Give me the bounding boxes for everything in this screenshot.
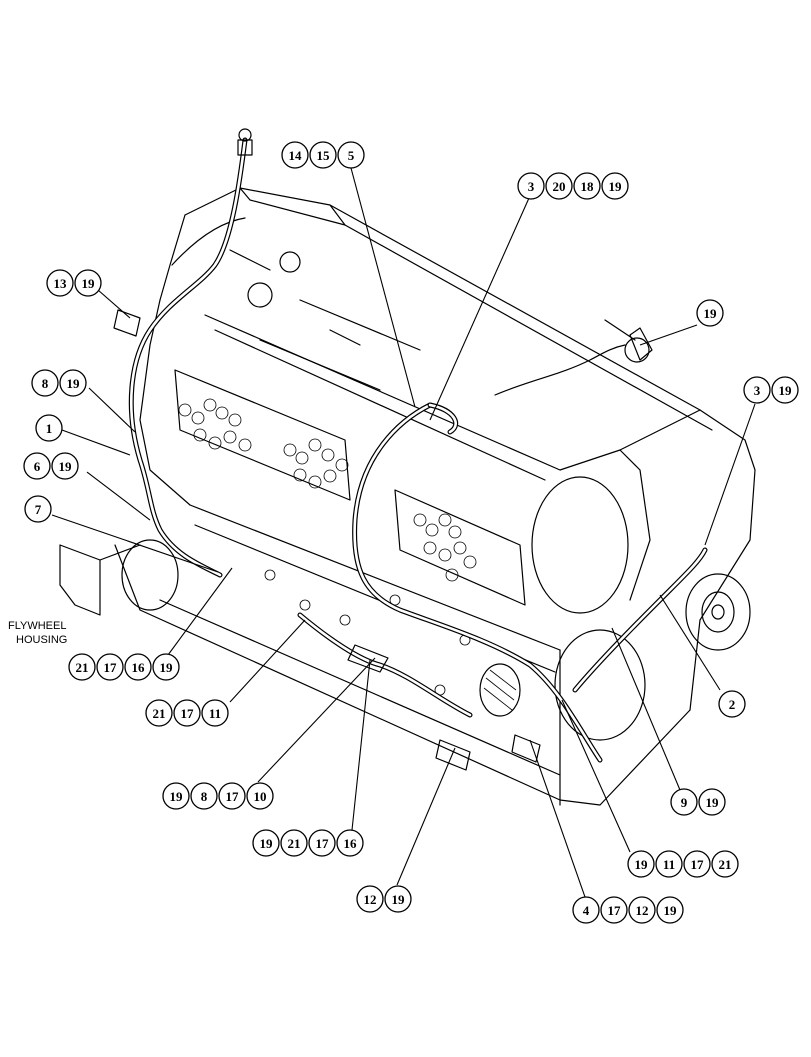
callout-number: 8 — [42, 376, 49, 391]
callout-number: 17 — [691, 857, 705, 872]
callout-13-19: 13 19 — [46, 269, 102, 297]
callout-number: 4 — [583, 903, 590, 918]
callout-number: 15 — [317, 148, 331, 163]
callout-number: 19 — [59, 459, 73, 474]
callout-21-17-11: 21 17 11 — [145, 699, 229, 727]
callout-number: 3 — [754, 383, 761, 398]
flywheel-housing-label-line1: FLYWHEEL — [8, 620, 66, 632]
callout-3-19: 3 19 — [743, 376, 799, 404]
callout-number: 12 — [364, 892, 377, 907]
callout-number: 8 — [201, 789, 208, 804]
callout-number: 17 — [181, 706, 195, 721]
callout-number: 11 — [209, 706, 221, 721]
callout-6-19: 6 19 — [23, 452, 79, 480]
callout-number: 20 — [553, 179, 566, 194]
callout-number: 1 — [46, 421, 53, 436]
leader-lines — [51, 167, 756, 898]
callout-number: 2 — [729, 697, 736, 712]
callout-number: 19 — [779, 383, 793, 398]
callout-number: 7 — [35, 502, 42, 517]
callout-number: 19 — [664, 903, 678, 918]
callout-number: 12 — [636, 903, 649, 918]
callout-12-19: 12 19 — [356, 885, 412, 913]
callout-number: 6 — [34, 459, 41, 474]
callout-number: 19 — [609, 179, 623, 194]
callout-number: 14 — [289, 148, 303, 163]
callout-14-15-5: 14 15 5 — [281, 141, 365, 169]
callout-number: 19 — [392, 892, 406, 907]
callout-19-21-17-16: 19 21 17 16 — [252, 829, 364, 857]
callout-number: 5 — [348, 148, 355, 163]
callout-number: 19 — [704, 306, 718, 321]
callout-19-8-17-10: 19 8 17 10 — [162, 782, 274, 810]
callout-number: 19 — [706, 795, 720, 810]
callout-21-17-16-19: 21 17 16 19 — [68, 653, 180, 681]
callout-number: 21 — [719, 857, 732, 872]
callout-number: 19 — [635, 857, 649, 872]
flywheel-housing-label-line2: HOUSING — [16, 634, 67, 646]
callout-2: 2 — [718, 690, 746, 718]
callout-number: 21 — [153, 706, 166, 721]
callout-number: 19 — [260, 836, 274, 851]
engine-block-drawing — [59, 128, 756, 806]
callout-number: 9 — [681, 795, 688, 810]
callout-8-19: 8 19 — [31, 369, 87, 397]
callout-number: 13 — [54, 276, 68, 291]
callout-number: 19 — [170, 789, 184, 804]
callout-number: 21 — [288, 836, 301, 851]
callout-7: 7 — [24, 495, 52, 523]
callout-9-19: 9 19 — [670, 788, 726, 816]
callout-number: 19 — [82, 276, 96, 291]
callout-number: 16 — [344, 836, 358, 851]
callout-number: 17 — [226, 789, 240, 804]
callout-19-11-17-21: 19 11 17 21 — [627, 850, 739, 878]
callout-number: 19 — [160, 660, 174, 675]
callout-1: 1 — [35, 414, 63, 442]
callout-number: 17 — [316, 836, 330, 851]
callout-number: 11 — [663, 857, 675, 872]
callout-number: 19 — [67, 376, 81, 391]
callout-number: 3 — [528, 179, 535, 194]
callout-number: 17 — [608, 903, 622, 918]
callout-number: 21 — [76, 660, 89, 675]
callout-number: 16 — [132, 660, 146, 675]
callout-number: 18 — [581, 179, 595, 194]
callout-number: 17 — [104, 660, 118, 675]
callout-19-top-right: 19 — [696, 299, 724, 327]
callout-3-20-18-19: 3 20 18 19 — [517, 172, 629, 200]
callout-4-17-12-19: 4 17 12 19 — [572, 896, 684, 924]
callout-number: 10 — [254, 789, 267, 804]
